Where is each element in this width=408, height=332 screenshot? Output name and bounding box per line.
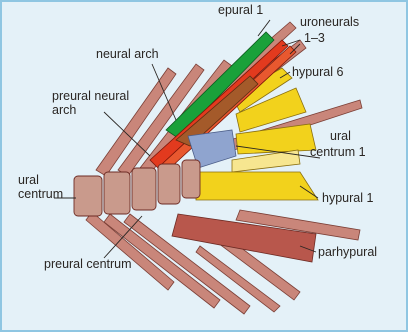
label-uroneurals: uroneurals (300, 15, 359, 29)
label-preural-neural-arch: preural neural (52, 89, 129, 103)
label-hypural-6: hypural 6 (292, 65, 343, 79)
label-ural-centrum-1-line2: centrum 1 (310, 145, 366, 159)
label-uroneurals-range: 1–3 (304, 31, 325, 45)
label-neural-arch: neural arch (96, 47, 159, 61)
label-ural-centrum: ural (18, 173, 39, 187)
label-hypural-1: hypural 1 (322, 191, 373, 205)
label-parhypural: parhypural (318, 245, 377, 259)
label-epural-1: epural 1 (218, 3, 263, 17)
label-ural-centrum-line2: centrum (18, 187, 63, 201)
vertebral-column (74, 160, 200, 216)
hypural-1 (196, 172, 318, 200)
label-preural-neural-arch-line2: arch (52, 103, 76, 117)
label-preural-centrum: preural centrum (44, 257, 132, 271)
label-ural-centrum-1: ural (330, 129, 351, 143)
